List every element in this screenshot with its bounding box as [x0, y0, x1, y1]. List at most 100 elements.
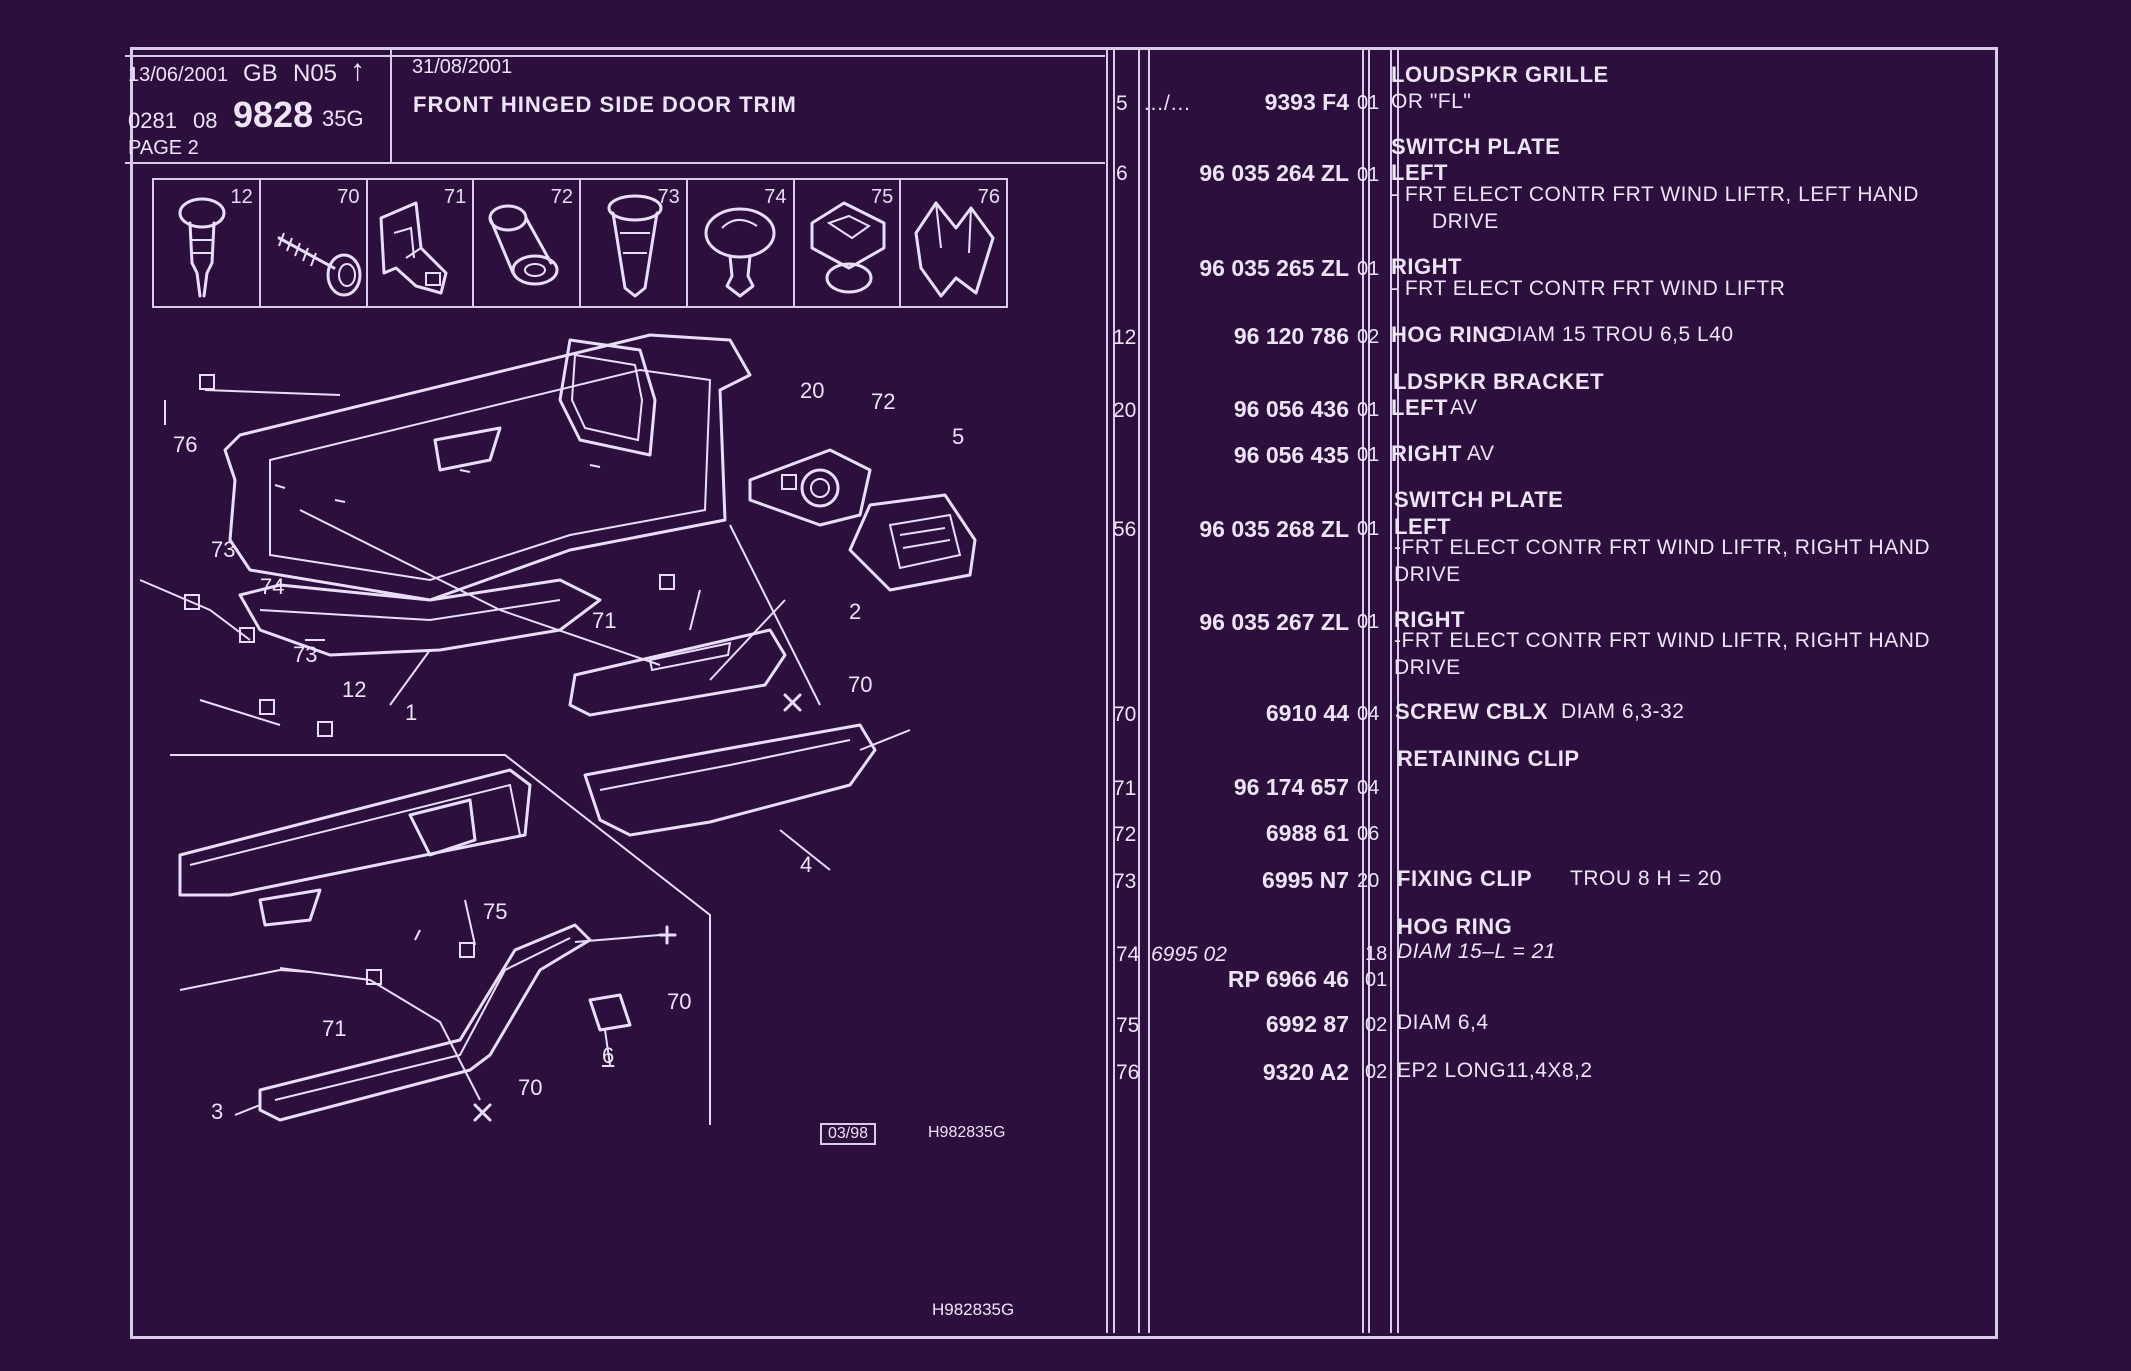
date-issued: 13/06/2001 — [128, 64, 229, 86]
thumb-label: 73 — [657, 186, 680, 208]
quantity: 20 — [1357, 870, 1380, 892]
description: RIGHT — [1391, 441, 1462, 466]
part-number: 6910 44 — [1265, 700, 1349, 726]
thumb-73: 73 — [581, 180, 688, 306]
callout-70c: 70 — [518, 1075, 543, 1100]
revision-code: N05 — [293, 60, 338, 87]
door-trim-panel-lower — [178, 768, 532, 897]
part-number: 96 035 264 ZL — [1199, 160, 1349, 186]
description: LEFT — [1391, 160, 1448, 185]
col-rule-3 — [1138, 50, 1140, 1333]
language-code: GB — [243, 60, 278, 87]
part-number: 6992 87 — [1265, 1011, 1349, 1037]
hog-ring-pin-icon — [178, 197, 226, 298]
quantity: 01 — [1357, 92, 1380, 114]
thumb-label: 12 — [230, 186, 253, 208]
thumbnail-strip: 12 70 71 72 73 74 75 76 — [152, 178, 1008, 308]
hog-ring-icon — [704, 207, 776, 298]
part-number: 6988 61 — [1265, 820, 1349, 846]
description: SCREW CBLX — [1395, 699, 1548, 724]
door-trim-panel-upper — [223, 333, 752, 602]
callout-70b: 70 — [667, 989, 692, 1014]
page-number: PAGE 2 — [128, 137, 199, 159]
part-number: 96 056 435 — [1233, 442, 1349, 468]
prefix-note: …/… — [1143, 92, 1191, 115]
description: LEFT — [1394, 514, 1451, 539]
col-rule-1 — [1106, 50, 1108, 1333]
loudspeaker-bracket — [748, 448, 872, 527]
part-number: 96 174 657 — [1233, 774, 1349, 800]
ref-number: 6 — [1116, 162, 1128, 185]
thumb-label: 71 — [444, 186, 467, 208]
description-detail: EP2 LONG11,4X8,2 — [1397, 1059, 1593, 1082]
callout-12: 12 — [342, 677, 367, 702]
switch-6 — [588, 993, 632, 1032]
quantity: 02 — [1357, 326, 1380, 348]
ref-number: 5 — [1116, 92, 1128, 115]
armrest-4 — [583, 723, 877, 837]
thumb-72: 72 — [474, 180, 581, 306]
callout-1: 1 — [405, 700, 418, 725]
ref-number: 71 — [1113, 777, 1137, 800]
quantity: 01 — [1357, 444, 1380, 466]
description-detail: DIAM 6,3-32 — [1561, 700, 1685, 723]
description-detail: TROU 8 H = 20 — [1570, 867, 1722, 890]
ref-number: 12 — [1113, 326, 1137, 349]
part-number: 96 035 267 ZL — [1199, 609, 1349, 635]
ref-number: 73 — [1113, 870, 1137, 893]
thumb-71: 71 — [368, 180, 475, 306]
description: FIXING CLIP — [1397, 866, 1533, 891]
thumb-70: 70 — [261, 180, 368, 306]
date-updated: 31/08/2001 — [412, 56, 513, 78]
thumb-label: 75 — [871, 186, 894, 208]
prefix-note: 6995 02 — [1151, 943, 1227, 966]
group-heading: LDSPKR BRACKET — [1393, 369, 1605, 394]
description-detail-cont: DRIVE — [1394, 563, 1461, 586]
group-heading: LOUDSPKR GRILLE — [1391, 62, 1609, 87]
drawing-code-inner: H982835G — [928, 1124, 1006, 1141]
part-number: 96 035 265 ZL — [1199, 255, 1349, 281]
quantity: 06 — [1357, 823, 1380, 845]
description: RIGHT — [1394, 607, 1465, 632]
quantity: 02 — [1365, 1014, 1388, 1036]
thumb-label: 76 — [977, 186, 1000, 208]
description: RIGHT — [1391, 254, 1462, 279]
description-detail: DIAM 6,4 — [1397, 1011, 1489, 1034]
quantity: 01 — [1365, 969, 1388, 991]
quantity: 01 — [1357, 399, 1380, 421]
callout-20: 20 — [800, 378, 825, 403]
part-number: RP 6966 46 — [1227, 966, 1349, 992]
catalog-ref-a: 0281 — [128, 108, 177, 133]
thumb-label: 72 — [550, 186, 573, 208]
col-rule-6 — [1368, 50, 1370, 1333]
callout-6: 6 — [602, 1043, 615, 1068]
page-title: FRONT HINGED SIDE DOOR TRIM — [413, 92, 797, 117]
description-detail-cont: DRIVE — [1432, 210, 1499, 233]
loudspeaker-grille — [848, 493, 977, 592]
col-rule-2 — [1113, 50, 1115, 1333]
callout-74: 74 — [260, 574, 285, 599]
quantity: 04 — [1357, 703, 1380, 725]
sheet-frame — [130, 47, 1998, 1339]
thumb-74: 74 — [688, 180, 795, 306]
description-detail: - FRT ELECT CONTR FRT WIND LIFTR, LEFT H… — [1391, 183, 1919, 206]
thumb-75: 75 — [795, 180, 902, 306]
door-pull-3 — [258, 923, 592, 1122]
group-heading: HOG RING — [1397, 914, 1513, 939]
part-number: 9320 A2 — [1262, 1059, 1349, 1085]
thumb-label: 74 — [764, 186, 787, 208]
model-variant: 35G — [322, 106, 364, 131]
drawing-code-bottom: H982835G — [932, 1300, 1015, 1319]
callout-5: 5 — [952, 424, 965, 449]
screw-icon — [277, 232, 362, 297]
description-detail: OR "FL" — [1391, 90, 1472, 113]
header-top-rule — [125, 55, 1105, 57]
thumb-76: 76 — [901, 180, 1006, 306]
quantity: 02 — [1365, 1061, 1388, 1083]
ref-number: 76 — [1116, 1061, 1140, 1084]
switch-plate-2 — [568, 628, 787, 717]
quantity: 01 — [1357, 258, 1380, 280]
description-detail: DIAM 15 TROU 6,5 L40 — [1501, 323, 1734, 346]
description: HOG RING — [1391, 322, 1507, 347]
ref-number: 70 — [1113, 703, 1137, 726]
